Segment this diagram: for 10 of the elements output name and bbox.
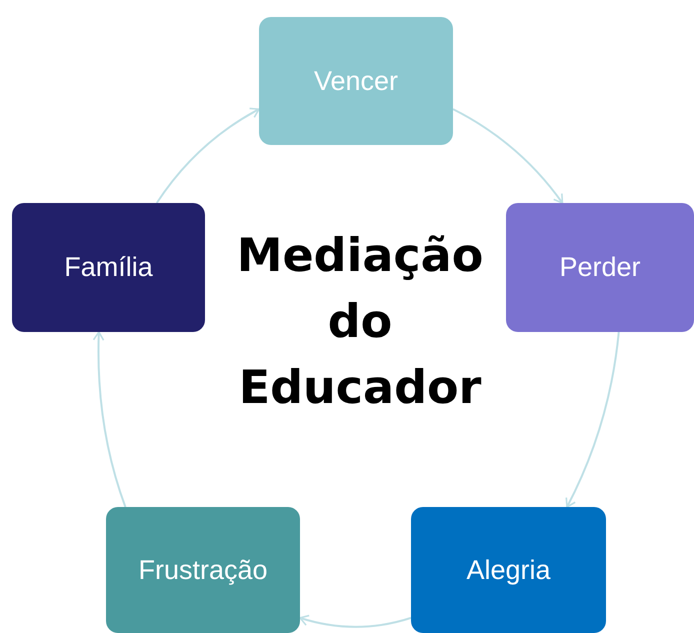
curved-arrow xyxy=(452,108,564,204)
curved-arrow xyxy=(299,614,412,628)
process-box: Família xyxy=(12,203,205,332)
process-box: Alegria xyxy=(411,507,606,633)
diagram-title: Mediação do Educador xyxy=(236,227,484,416)
process-box: Perder xyxy=(506,203,694,332)
curved-arrow xyxy=(92,331,126,508)
process-box: Vencer xyxy=(259,17,453,145)
process-box: Frustração xyxy=(106,507,300,633)
curved-arrow xyxy=(565,332,620,508)
